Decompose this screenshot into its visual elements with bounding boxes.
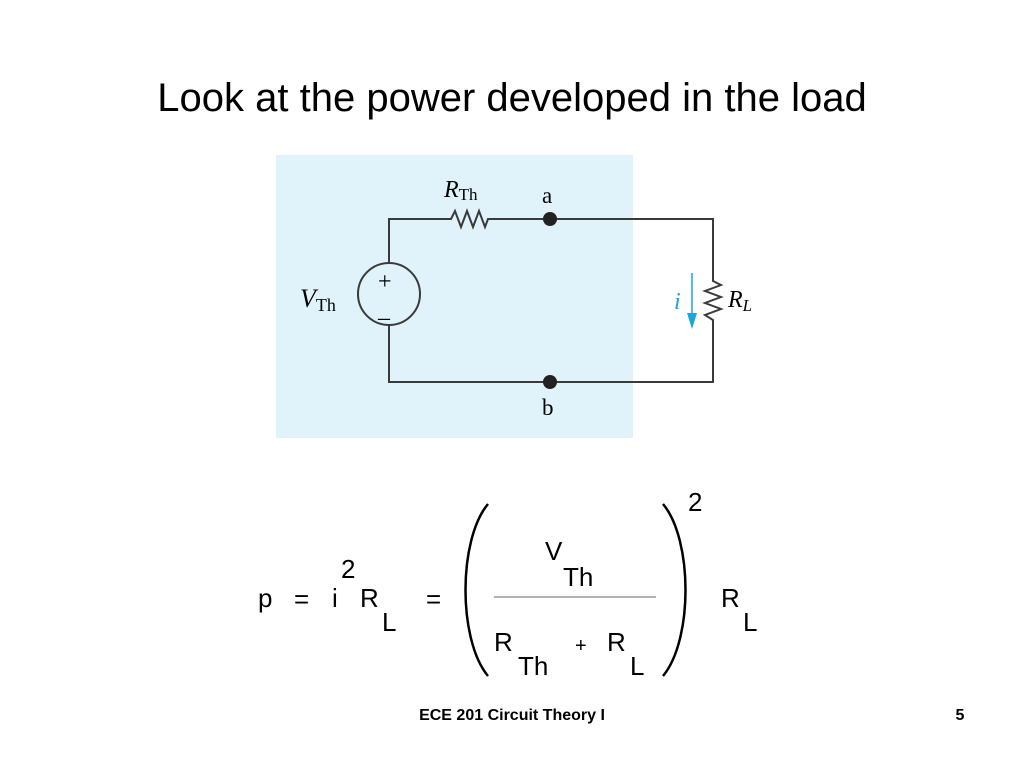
footer-title: ECE 201 Circuit Theory I bbox=[419, 707, 605, 724]
thevenin-circuit: RTh a b VTh + – i RL bbox=[276, 155, 776, 440]
node-a-dot bbox=[543, 212, 557, 226]
right-parenthesis bbox=[662, 503, 687, 677]
source-label: VTh bbox=[300, 284, 336, 315]
eq-r-load: R bbox=[721, 583, 740, 613]
eq-r-sub: L bbox=[382, 607, 397, 637]
source-plus-sign: + bbox=[378, 269, 392, 295]
slide-title: Look at the power developed in the load bbox=[157, 76, 867, 120]
voltage-source-symbol bbox=[357, 262, 421, 326]
page-number: 5 bbox=[955, 707, 965, 724]
eq-i-exponent: 2 bbox=[341, 554, 356, 584]
eq-p: p bbox=[258, 583, 273, 613]
denominator-r2: R bbox=[607, 627, 626, 657]
current-arrow-head bbox=[687, 313, 697, 329]
eq-r-load-sub: L bbox=[743, 607, 758, 637]
node-a-label: a bbox=[542, 183, 552, 208]
current-label: i bbox=[674, 289, 681, 315]
denominator-r1: R bbox=[494, 627, 513, 657]
node-b-dot bbox=[543, 375, 557, 389]
numerator-sub: Th bbox=[563, 562, 594, 592]
denominator-r2-sub: L bbox=[630, 651, 645, 681]
circuit-panel bbox=[276, 155, 633, 438]
denominator-r1-sub: Th bbox=[518, 651, 549, 681]
denominator-plus: + bbox=[575, 635, 587, 657]
resistor-th-symbol bbox=[446, 208, 492, 230]
eq-r: R bbox=[360, 583, 379, 613]
eq-i: i bbox=[332, 583, 338, 613]
numerator-v: V bbox=[545, 536, 563, 566]
resistor-th-label: RTh bbox=[443, 177, 478, 204]
load-label: RL bbox=[727, 287, 752, 315]
circuit-drawing: RTh a b VTh + – i RL bbox=[276, 155, 752, 438]
source-minus-sign: – bbox=[377, 305, 391, 331]
eq-equals-2: = bbox=[426, 584, 442, 614]
node-b-label: b bbox=[542, 395, 554, 420]
eq-equals-1: = bbox=[294, 584, 310, 614]
resistor-load-symbol bbox=[702, 275, 724, 327]
left-parenthesis bbox=[464, 503, 489, 677]
outer-exponent: 2 bbox=[688, 487, 703, 517]
